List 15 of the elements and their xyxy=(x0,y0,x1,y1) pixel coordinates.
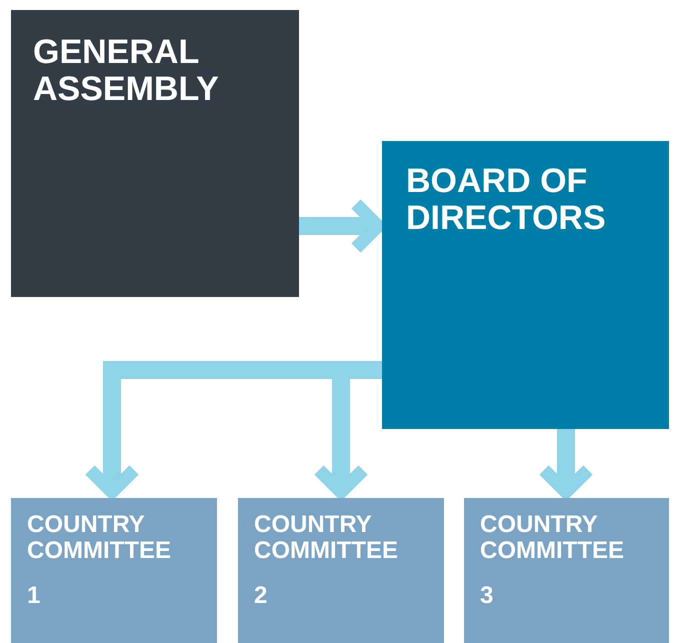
box-title: COUNTRY COMMITTEE xyxy=(254,512,399,565)
board-box xyxy=(382,141,669,429)
box-title: BOARD OF DIRECTORS xyxy=(406,163,607,238)
arrow xyxy=(299,198,384,254)
box-title: COUNTRY COMMITTEE xyxy=(480,512,625,565)
box-title: GENERAL ASSEMBLY xyxy=(33,34,220,109)
box-title: COUNTRY COMMITTEE xyxy=(27,512,172,565)
committee-box xyxy=(464,498,669,643)
assembly-box xyxy=(11,10,299,297)
committee-box xyxy=(238,498,444,643)
committee-number: 3 xyxy=(480,582,494,610)
committee-box xyxy=(11,498,217,643)
arrow xyxy=(538,429,594,498)
committee-number: 1 xyxy=(27,582,40,610)
committee-number: 2 xyxy=(254,582,268,610)
